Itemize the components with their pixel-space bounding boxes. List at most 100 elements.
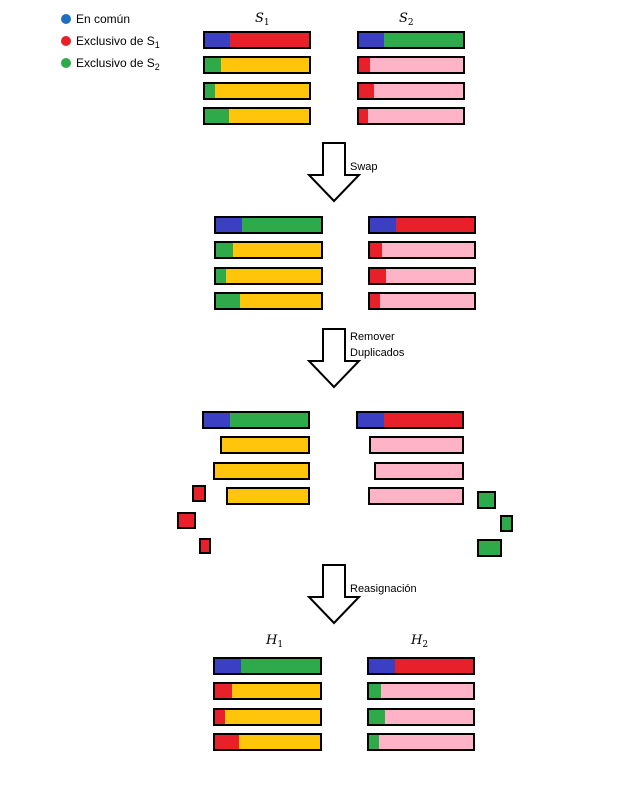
gene-fragment xyxy=(477,491,496,509)
chromosome-bar xyxy=(214,216,323,234)
bar-outline xyxy=(214,241,323,259)
bar-outline xyxy=(368,241,476,259)
bar-segment-head xyxy=(215,268,226,284)
bar-outline xyxy=(374,462,464,480)
bar-segment-body xyxy=(395,658,474,674)
bar-segment-head xyxy=(358,83,374,99)
bar-segment-body xyxy=(375,463,463,479)
bar-segment-body xyxy=(241,658,321,674)
chromosome-bar xyxy=(357,31,465,49)
chromosome-bar xyxy=(214,292,323,310)
bar-segment-body xyxy=(227,488,309,504)
bar-segment-head xyxy=(214,709,225,725)
bar-segment-body xyxy=(214,463,309,479)
bar-segment-body xyxy=(225,709,321,725)
bar-segment-body xyxy=(230,412,309,428)
bar-outline xyxy=(203,82,311,100)
chromosome-bar xyxy=(214,241,323,259)
bar-outline xyxy=(202,411,310,429)
chromosome-bar xyxy=(214,267,323,285)
bar-segment-head xyxy=(357,412,384,428)
header-s1: S1 xyxy=(255,11,270,28)
chromosome-bar xyxy=(213,657,322,675)
header-s2: S2 xyxy=(399,11,414,28)
gene-fragment xyxy=(500,515,513,532)
arrow-remove xyxy=(306,328,362,389)
bar-outline xyxy=(213,462,310,480)
bar-segment-head xyxy=(203,412,230,428)
bar-outline xyxy=(214,216,323,234)
chromosome-bar xyxy=(202,411,310,429)
bar-outline xyxy=(357,82,465,100)
legend-dot-common xyxy=(61,14,71,24)
chromosome-bar xyxy=(368,241,476,259)
bar-segment-head xyxy=(204,32,230,48)
chromosome-bar xyxy=(213,682,322,700)
chromosome-bar xyxy=(368,216,476,234)
bar-segment-body xyxy=(386,268,475,284)
bar-segment-body xyxy=(242,217,322,233)
bar-segment-body xyxy=(368,108,464,124)
bar-segment-body xyxy=(369,488,463,504)
bar-segment-body xyxy=(379,734,474,750)
legend-label-s2: Exclusivo de S2 xyxy=(76,56,160,72)
chromosome-bar xyxy=(203,82,311,100)
bar-segment-body xyxy=(240,293,322,309)
bar-outline xyxy=(368,487,464,505)
legend: En común Exclusivo de S1 Exclusivo de S2 xyxy=(61,12,160,72)
step-label-remove-line1: Remover xyxy=(350,331,395,343)
bar-segment-head xyxy=(369,268,386,284)
bar-outline xyxy=(368,267,476,285)
header-h1: H1 xyxy=(265,633,283,650)
bar-segment-head xyxy=(204,57,221,73)
header-h2: H2 xyxy=(410,633,428,650)
bar-outline xyxy=(357,56,465,74)
chromosome-bar xyxy=(357,56,465,74)
step-label-reassign: Reasignación xyxy=(350,583,417,595)
bar-segment-head xyxy=(358,32,384,48)
chromosome-bar xyxy=(356,411,464,429)
bar-segment-body xyxy=(229,108,310,124)
gene-fragment xyxy=(477,539,502,557)
bar-segment-body xyxy=(232,683,321,699)
bar-segment-head xyxy=(215,293,240,309)
bar-segment-head xyxy=(369,217,396,233)
bar-outline xyxy=(226,487,310,505)
bar-segment-head xyxy=(368,734,379,750)
bar-outline xyxy=(203,31,311,49)
bar-segment-body xyxy=(221,437,309,453)
bar-segment-head xyxy=(368,683,381,699)
chromosome-bar xyxy=(369,436,464,454)
legend-label-s1: Exclusivo de S1 xyxy=(76,34,160,50)
arrow-reassign xyxy=(306,564,362,625)
bar-outline xyxy=(357,107,465,125)
gene-fragment xyxy=(199,538,211,554)
chromosome-bar xyxy=(220,436,310,454)
bar-segment-body xyxy=(382,242,475,258)
arrow-swap xyxy=(306,142,362,203)
loose-fragments xyxy=(177,485,513,557)
bar-segment-head xyxy=(204,108,229,124)
chromosome-bar xyxy=(203,31,311,49)
bar-outline xyxy=(213,708,322,726)
bar-segment-body xyxy=(230,32,310,48)
bar-outline xyxy=(356,411,464,429)
bar-segment-body xyxy=(385,709,474,725)
bar-segment-body xyxy=(374,83,464,99)
bar-segment-body xyxy=(226,268,322,284)
bar-outline xyxy=(214,267,323,285)
bar-outline xyxy=(220,436,310,454)
gene-fragment xyxy=(177,512,196,529)
bar-outline xyxy=(203,107,311,125)
bar-segment-body xyxy=(380,293,475,309)
bar-segment-head xyxy=(214,683,232,699)
bar-outline xyxy=(357,31,465,49)
chromosome-bar xyxy=(357,107,465,125)
chromosome-bars xyxy=(202,31,476,751)
bar-segment-body xyxy=(384,412,463,428)
bar-segment-body xyxy=(381,683,474,699)
bar-outline xyxy=(213,657,322,675)
chromosome-bar xyxy=(367,657,475,675)
bar-segment-body xyxy=(370,437,463,453)
chromosome-bar xyxy=(367,733,475,751)
